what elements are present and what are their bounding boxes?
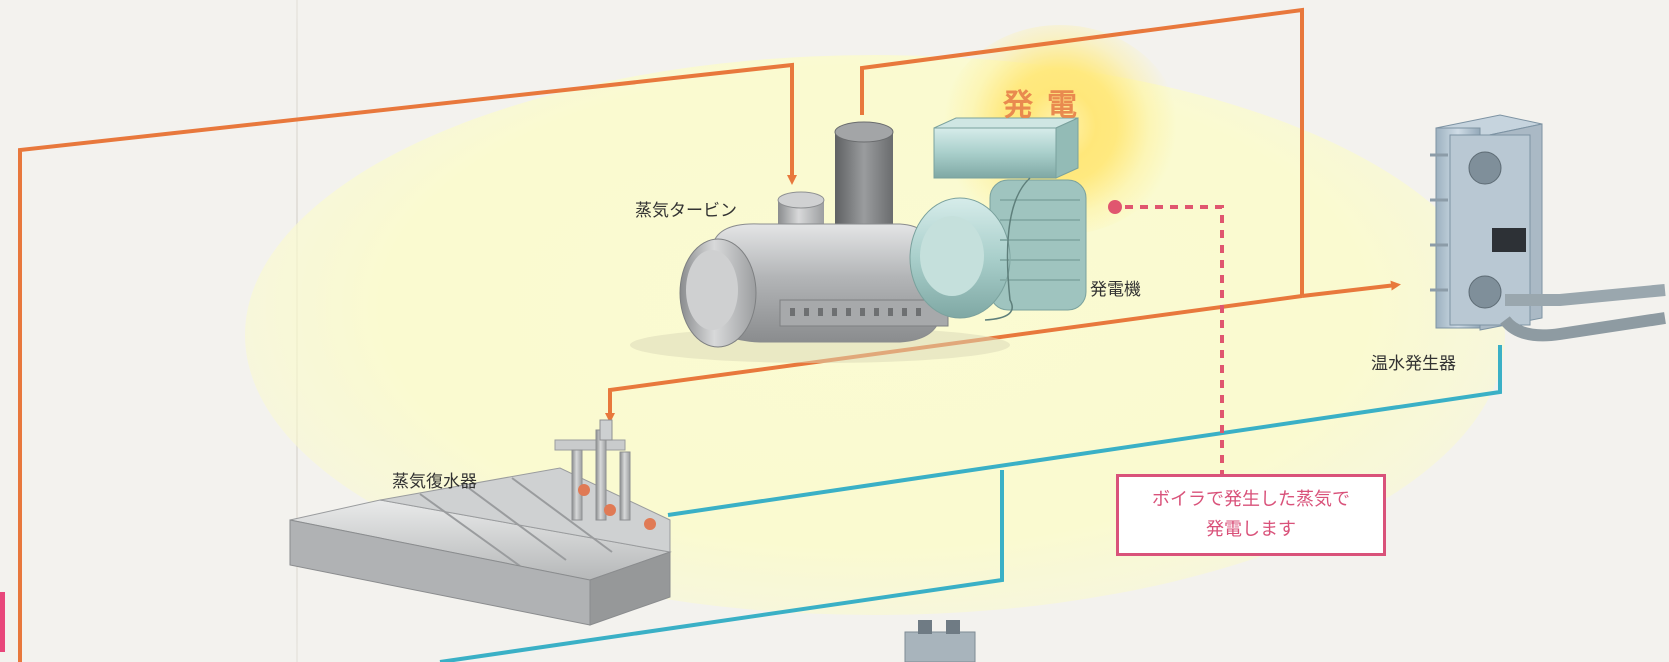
hot-water-generator-label: 温水発生器	[1371, 354, 1456, 374]
callout-connector	[1108, 200, 1224, 474]
hot-water-generator-illustration	[1430, 114, 1666, 342]
steam-condenser-illustration	[289, 419, 672, 626]
water-pipes	[439, 345, 1502, 662]
edge-marker	[0, 592, 5, 652]
steam-turbine-label: 蒸気タービン	[635, 201, 737, 221]
pump-illustration	[904, 620, 976, 662]
generator-illustration	[909, 117, 1087, 321]
steam-condenser-label: 蒸気復水器	[392, 472, 477, 492]
steam-turbine-illustration	[630, 121, 1010, 363]
steam-pipes	[18, 7, 1401, 662]
callout-box: ボイラで発生した蒸気で 発電します	[1116, 474, 1386, 556]
callout-line-1: ボイラで発生した蒸気で	[1152, 489, 1350, 510]
generator-label: 発電機	[1090, 280, 1141, 300]
power-generation-label: 発電	[1003, 88, 1091, 123]
callout-line-2: 発電します	[1206, 519, 1296, 540]
